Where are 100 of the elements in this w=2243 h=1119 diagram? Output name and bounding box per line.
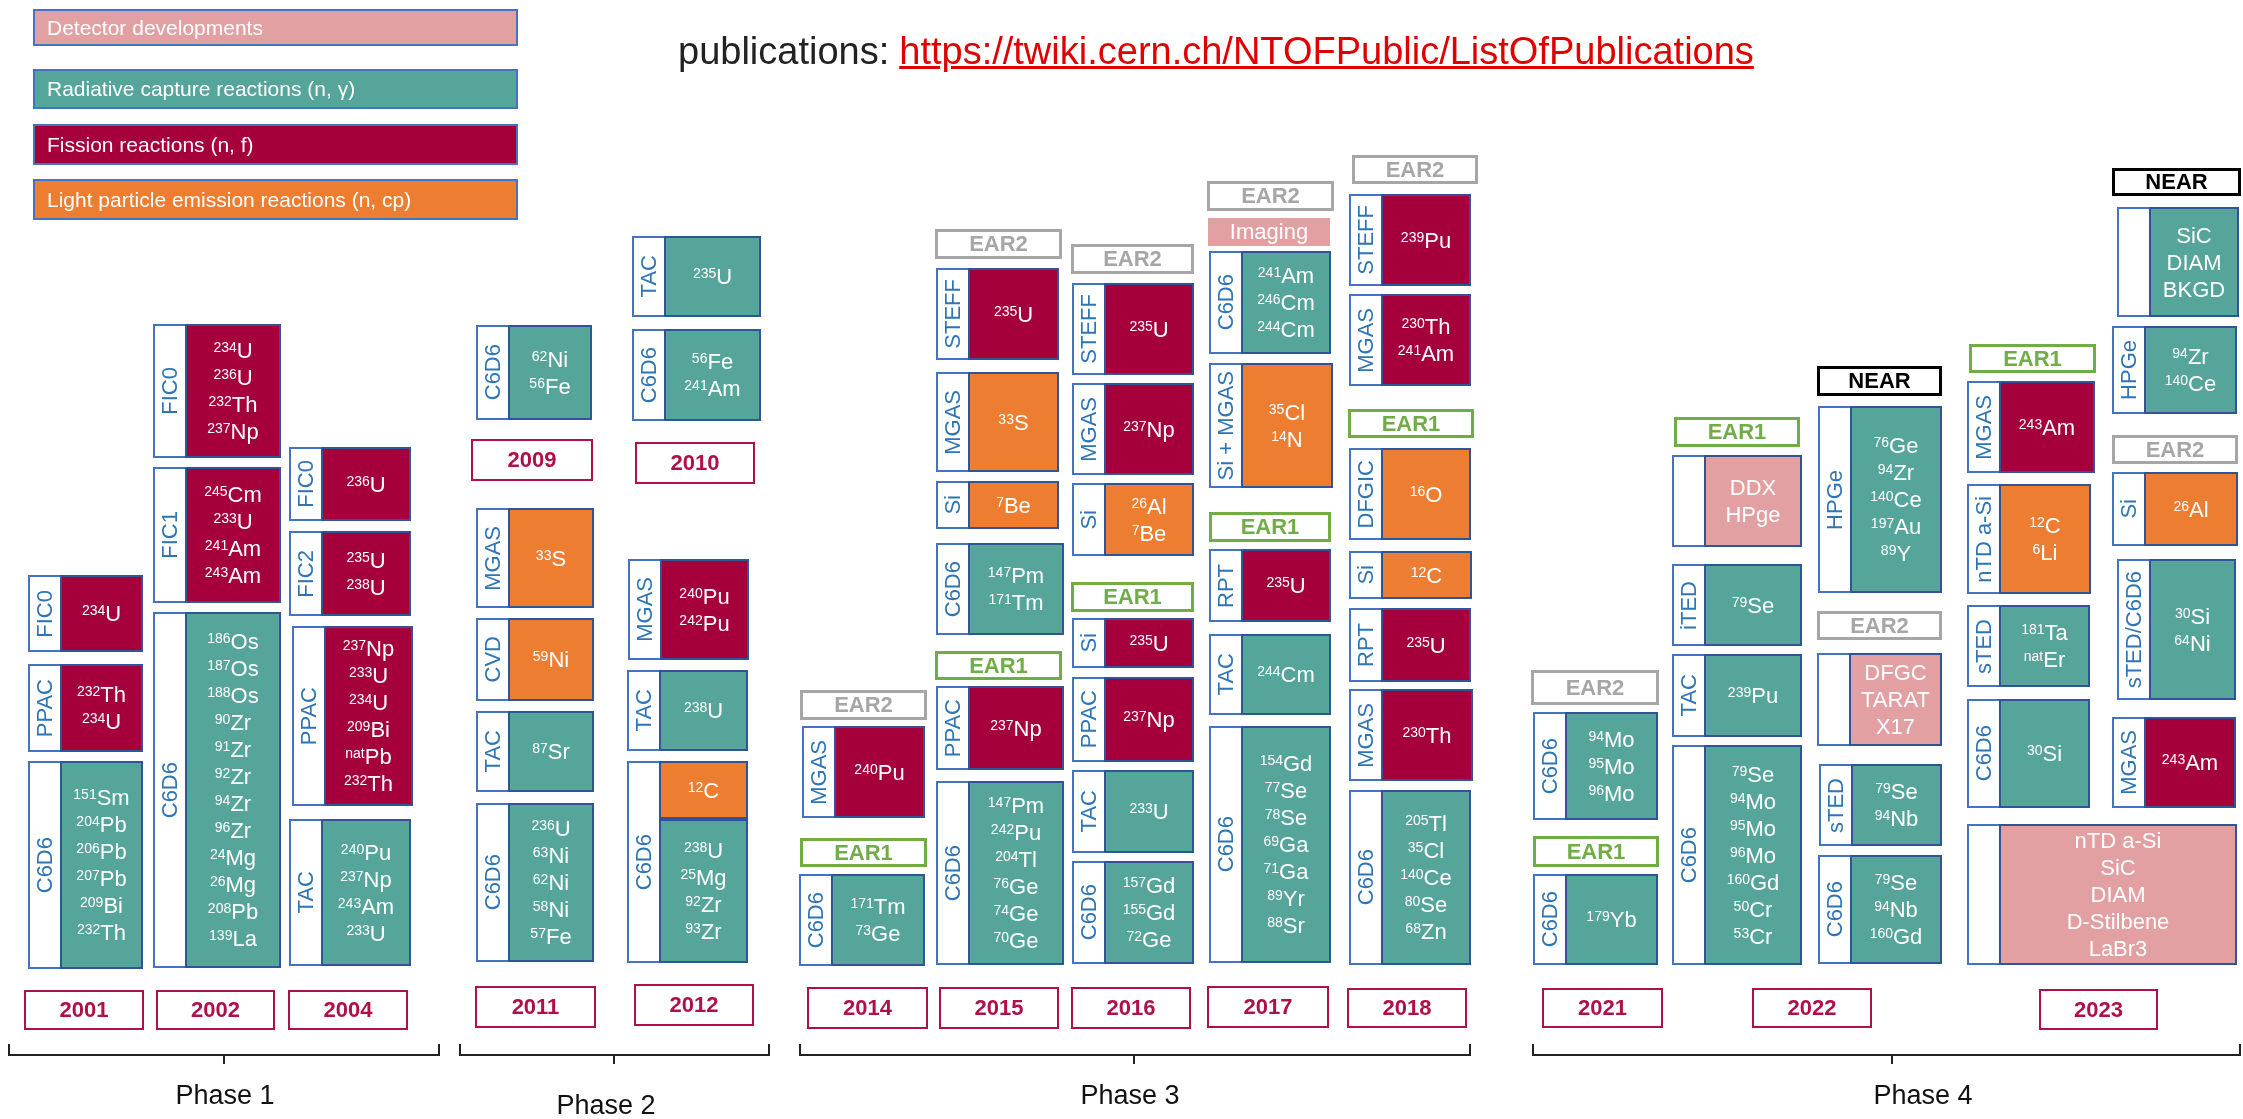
year-box: 2015 (939, 987, 1059, 1029)
legend-text: Radiative capture reactions (n, γ) (47, 77, 356, 101)
isotope-label: $^{80}$Se (1404, 891, 1448, 918)
measurement-block (289, 531, 411, 616)
isotope-label: $^{89}$Yr (1267, 885, 1305, 912)
detector-label: Si (940, 495, 966, 515)
measurement-block (627, 670, 748, 751)
isotope-label: $^{235}$U (346, 546, 386, 574)
setup-label: DIAM (2090, 881, 2146, 908)
isotope-label: $^{96}$Zr (214, 817, 252, 844)
isotope-label: $^{25}$Mg (680, 864, 727, 891)
detector-label: MGAS (1353, 702, 1379, 768)
detector-label: C6D6 (1076, 884, 1102, 941)
isotope-label: $^{58}$Ni (532, 896, 570, 923)
measurement-block (1817, 653, 1942, 746)
detector-label: sTED (1971, 618, 1997, 674)
isotope-label: $^{90}$Zr (214, 709, 252, 736)
isotope-label: $^{72}$Ge (1126, 926, 1172, 953)
measurement-block (1967, 381, 2095, 473)
beamline-tag: NEAR (2112, 168, 2241, 196)
measurement-block (1072, 861, 1194, 964)
year-box: 2010 (635, 442, 755, 484)
beamline-tag: EAR1 (1674, 417, 1800, 447)
measurement-block (2112, 717, 2236, 808)
isotope-label: $^{94}$Mo (1588, 725, 1635, 753)
isotope-label: $^{235}$U (1129, 315, 1169, 343)
beamline-tag: EAR2 (1531, 670, 1659, 705)
isotope-label: $^{207}$Pb (76, 865, 127, 892)
measurement-block (28, 761, 143, 969)
isotope-label: $^{160}$Gd (1726, 868, 1780, 896)
isotope-label: $^{187}$Os (207, 655, 259, 682)
isotope-label: $^{140}$Ce (1870, 486, 1922, 513)
measurement-block (1672, 455, 1802, 547)
detector-label: FIC1 (157, 511, 183, 559)
isotope-label: $^{26}$Al (2173, 495, 2209, 523)
isotope-label: $^{237}$Np (340, 865, 392, 893)
detector-label: TAC (293, 871, 319, 914)
isotope-label: $^{96}$Mo (1729, 841, 1777, 869)
phase-label: Phase 3 (1080, 1080, 1180, 1111)
isotope-label: $^{235}$U (1406, 631, 1446, 659)
detector-label: C6D6 (32, 836, 58, 894)
measurement-block (2112, 472, 2238, 546)
isotope-label: $^{56}$Fe (529, 372, 571, 400)
detector-label: Si (1076, 509, 1102, 530)
measurement-block (28, 575, 143, 652)
isotope-label: $^{30}$Si (2026, 740, 2063, 767)
measurement-block (289, 819, 411, 966)
isotope-label: $^{94}$Nb (1874, 896, 1918, 923)
isotope-label: $^{140}$Ce (1400, 864, 1452, 891)
isotope-label: $^{76}$Ge (993, 873, 1039, 900)
isotope-label: $^{233}$U (348, 662, 389, 689)
isotope-label: $^{243}$Am (2161, 749, 2219, 776)
isotope-label: $^{74}$Ge (993, 900, 1039, 927)
isotope-label: $^{79}$Se (1731, 591, 1775, 619)
isotope-label: $^{7}$Be (1131, 519, 1167, 547)
isotope-label: $^{236}$U (346, 470, 386, 498)
detector-label: Si (2116, 499, 2142, 519)
isotope-label: $^{154}$Gd (1259, 750, 1313, 777)
beamline-tag: EAR1 (1209, 512, 1331, 542)
detector-label: TAC (480, 730, 506, 773)
isotope-label: $^{94}$Mo (1729, 787, 1777, 815)
isotope-label: $^{92}$Zr (685, 891, 722, 918)
measurement-block (1349, 194, 1471, 286)
isotope-label: $^{245}$Cm (204, 481, 262, 508)
measurement-block (2112, 326, 2237, 414)
isotope-label: $^{240}$Pu (679, 582, 730, 610)
detector-label: C6D6 (157, 761, 183, 819)
phase-label: Phase 4 (1873, 1080, 1973, 1111)
measurement-block (2117, 207, 2239, 317)
detector-label: DFGIC (1353, 459, 1379, 529)
measurement-block (1072, 618, 1194, 668)
detector-label: RPT (1213, 563, 1239, 608)
measurement-block (476, 618, 594, 701)
detector-label: STEFF (1076, 294, 1102, 364)
measurement-block (936, 543, 1064, 635)
detector-label: RPT (1353, 623, 1379, 667)
isotope-label: $^{234}$U (213, 337, 253, 364)
detector-label: MGAS (1076, 396, 1102, 462)
isotope-label: $^{14}$N (1271, 425, 1303, 453)
beamline-tag: EAR1 (1969, 344, 2096, 373)
detector-label: MGAS (940, 389, 966, 455)
beamline-tag: EAR2 (1352, 155, 1478, 184)
year-box: 2018 (1347, 988, 1467, 1028)
measurement-block (1819, 764, 1942, 846)
isotope-label: $^{160}$Gd (1869, 923, 1923, 950)
isotope-label: $^{157}$Gd (1122, 872, 1176, 899)
detector-label: MGAS (480, 525, 506, 591)
isotope-label: $^{30}$Si (2174, 602, 2211, 630)
year-box: 2001 (24, 990, 144, 1030)
detector-label: C6D6 (1676, 826, 1702, 884)
isotope-label: $^{171}$Tm (988, 589, 1044, 616)
measurement-block (1072, 383, 1194, 475)
measurement-block (936, 268, 1059, 360)
measurement-block (1349, 790, 1471, 965)
legend-text: Detector developments (47, 15, 263, 40)
isotope-label: $^{240}$Pu (340, 838, 392, 866)
isotope-label: $^{206}$Pb (76, 838, 127, 865)
measurement-block (1818, 855, 1942, 964)
detector-label: C6D6 (803, 891, 829, 949)
measurement-block (627, 761, 748, 963)
